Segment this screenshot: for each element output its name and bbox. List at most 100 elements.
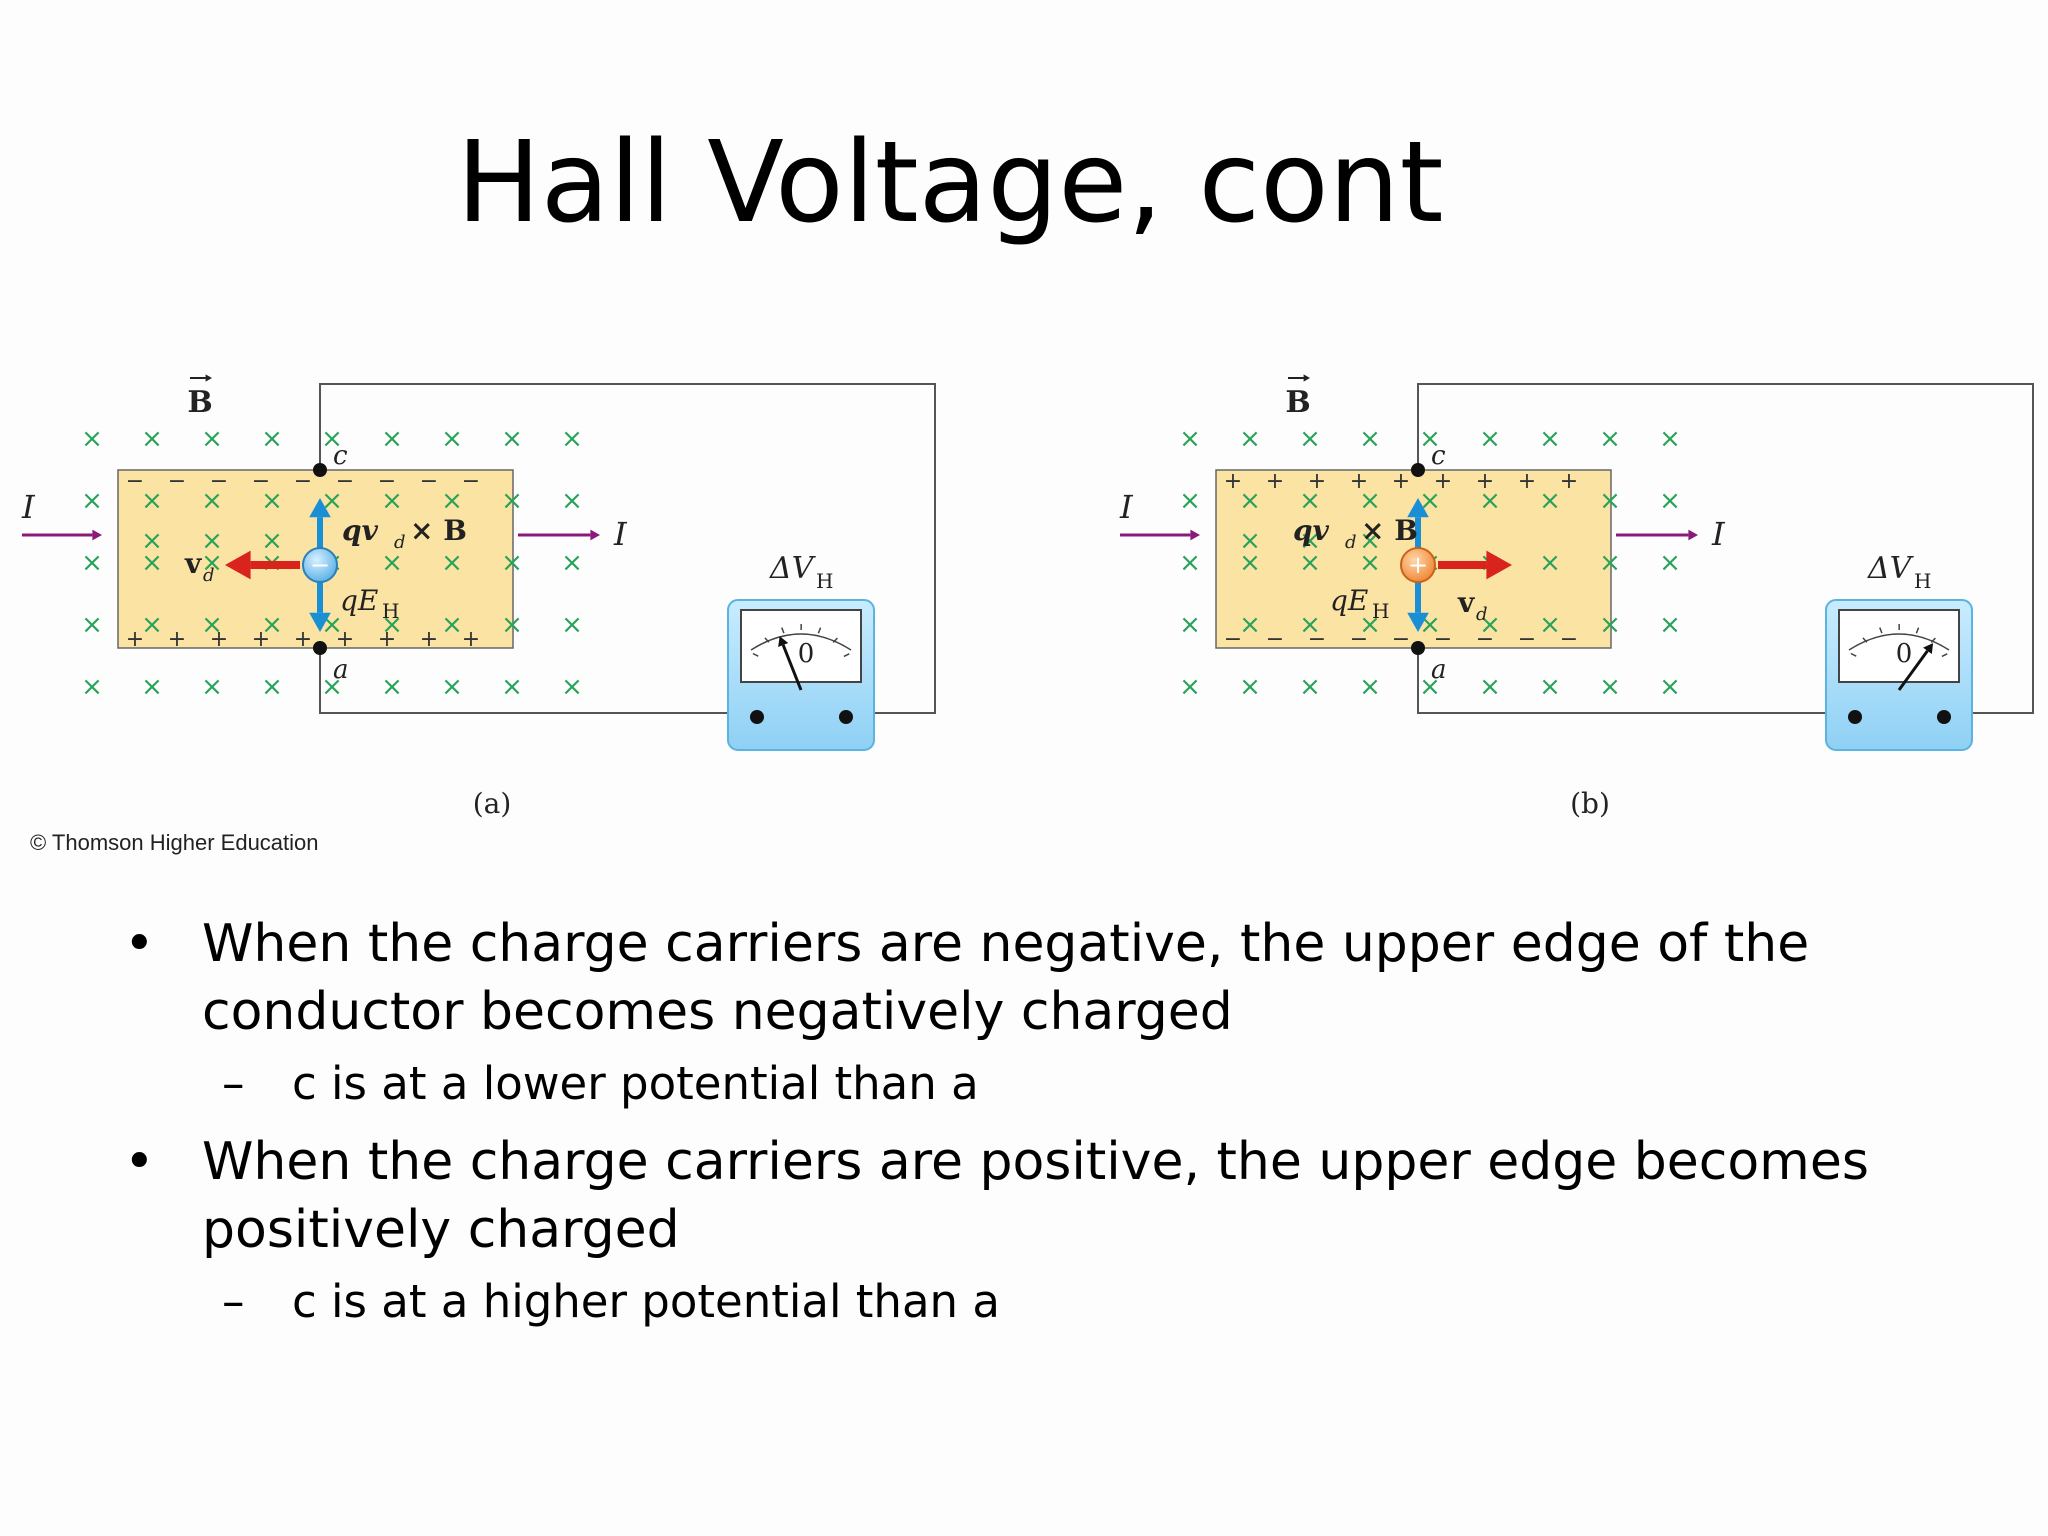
terminal-a <box>1411 641 1425 655</box>
edge-charge-bottom: + <box>462 627 480 652</box>
edge-charge-bottom: − <box>1560 627 1578 652</box>
magnetic-force-arrow-head <box>309 498 331 518</box>
charge-carrier-sign: + <box>1408 551 1428 579</box>
edge-charge-top: + <box>1266 469 1284 494</box>
bullet-line: When the charge carriers are negative, t… <box>202 914 1810 974</box>
field-mark: × <box>1299 610 1321 640</box>
field-mark: × <box>261 672 283 702</box>
field-mark: × <box>81 610 103 640</box>
voltmeter-needle-shaft <box>781 644 803 691</box>
field-mark: × <box>381 672 403 702</box>
field-mark: × <box>81 548 103 578</box>
voltmeter-needle-shaft <box>1897 649 1929 691</box>
field-mark: × <box>381 424 403 454</box>
sub-bullet-higher-potential: – c is at a higher potential than a <box>120 1272 2000 1332</box>
field-mark: × <box>1359 526 1381 556</box>
edge-charge-bottom: − <box>1476 627 1494 652</box>
drift-velocity-arrow-head <box>1486 550 1512 580</box>
panel-b: ××××××××××××××××××××××××××××××××××××××××… <box>1119 374 2034 820</box>
field-mark: × <box>561 424 583 454</box>
field-mark: × <box>1599 548 1621 578</box>
field-mark: × <box>81 672 103 702</box>
voltmeter-scale <box>1848 633 1950 651</box>
field-label-b: B <box>1285 385 1310 420</box>
sub-bullet-lower-potential: – c is at a lower potential than a <box>120 1054 2000 1114</box>
circuit-wire <box>1417 383 2034 714</box>
magnetic-force-label-b: × B <box>410 514 467 547</box>
drift-velocity-sub: d <box>203 565 215 586</box>
charge-carrier-sign: − <box>310 551 330 579</box>
field-mark: × <box>561 672 583 702</box>
voltmeter-dial <box>740 609 862 683</box>
image-credit: © Thomson Higher Education <box>30 830 319 855</box>
voltmeter-tick <box>1941 653 1948 658</box>
field-mark: × <box>1239 526 1261 556</box>
terminal-a <box>313 641 327 655</box>
field-mark: × <box>321 424 343 454</box>
field-mark: × <box>561 548 583 578</box>
dash-icon: – <box>222 1057 245 1110</box>
circuit-wire <box>319 383 936 714</box>
edge-charge-bottom: + <box>252 627 270 652</box>
voltmeter-zero: 0 <box>1896 639 1913 669</box>
magnetic-force-sub: d <box>394 532 406 553</box>
voltmeter-dial <box>1838 609 1960 683</box>
terminal-c-label: c <box>333 441 348 471</box>
field-mark: × <box>561 610 583 640</box>
field-mark: × <box>1599 672 1621 702</box>
field-mark: × <box>441 424 463 454</box>
bullet-line: positively charged <box>202 1200 680 1260</box>
field-mark: × <box>1659 424 1681 454</box>
voltmeter-tick <box>1915 627 1920 634</box>
current-label-out: I <box>613 515 628 553</box>
bullet-negative-carriers: • When the charge carriers are negative,… <box>120 910 2000 1046</box>
field-mark: × <box>1419 486 1441 516</box>
voltmeter-tick <box>1879 627 1883 634</box>
field-mark: × <box>1599 486 1621 516</box>
dash-icon: – <box>222 1275 245 1328</box>
bullet-positive-carriers: • When the charge carriers are positive,… <box>120 1128 2000 1264</box>
field-mark: × <box>1419 424 1441 454</box>
edge-charge-bottom: − <box>1518 627 1536 652</box>
bullet-line: conductor becomes negatively charged <box>202 982 1233 1042</box>
field-mark: × <box>501 424 523 454</box>
bullet-list: • When the charge carriers are negative,… <box>120 910 2000 1346</box>
field-mark: × <box>501 672 523 702</box>
terminal-a-label: a <box>333 655 349 685</box>
voltmeter-zero: 0 <box>798 639 815 669</box>
electric-force-arrow-head <box>309 612 331 632</box>
field-mark: × <box>81 486 103 516</box>
field-mark: × <box>1359 486 1381 516</box>
field-mark: × <box>1239 548 1261 578</box>
voltmeter-terminal <box>1937 710 1951 724</box>
edge-charge-top: − <box>252 469 270 494</box>
voltmeter-tick <box>752 652 759 657</box>
edge-charge-bottom: + <box>420 627 438 652</box>
field-mark: × <box>1599 424 1621 454</box>
bullet-icon: • <box>124 914 155 974</box>
field-mark: × <box>1599 610 1621 640</box>
edge-charge-top: + <box>1308 469 1326 494</box>
voltmeter-tick <box>843 653 850 658</box>
edge-charge-bottom: − <box>1266 627 1284 652</box>
edge-charge-bottom: − <box>1308 627 1326 652</box>
voltmeter-terminal <box>839 710 853 724</box>
slide-title: Hall Voltage, cont <box>456 118 1444 248</box>
voltmeter-tick <box>764 637 770 643</box>
hall-field-force-sub: H <box>1372 599 1389 623</box>
current-arrow-out-head <box>1688 529 1698 541</box>
field-mark: × <box>1539 672 1561 702</box>
voltmeter-label: ΔV <box>769 551 817 586</box>
edge-charge-top: − <box>378 469 396 494</box>
edge-charge-top: + <box>1476 469 1494 494</box>
field-mark: × <box>261 424 283 454</box>
field-label-b: B <box>187 385 212 420</box>
drift-velocity-sub: d <box>1476 604 1488 625</box>
field-mark: × <box>201 548 223 578</box>
edge-charge-top: − <box>420 469 438 494</box>
edge-charge-top: − <box>126 469 144 494</box>
terminal-c <box>1411 463 1425 477</box>
voltmeter-label-sub: H <box>1914 569 1931 593</box>
field-mark: × <box>1659 486 1681 516</box>
field-mark: × <box>1479 486 1501 516</box>
